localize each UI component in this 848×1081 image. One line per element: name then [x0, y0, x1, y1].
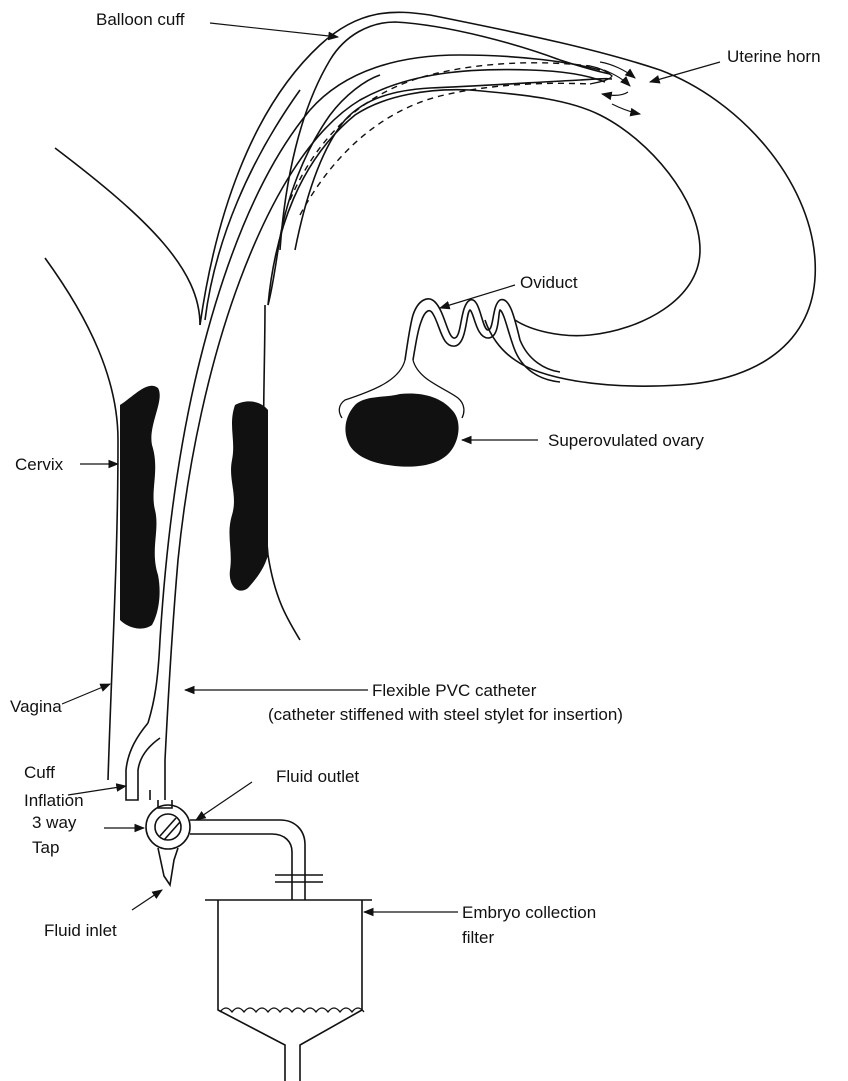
label-fluid-inlet: Fluid inlet	[44, 921, 117, 940]
cuff-inflation-branch	[126, 723, 165, 800]
label-oviduct: Oviduct	[520, 273, 578, 292]
oviduct	[405, 299, 560, 382]
label-tap: Tap	[32, 838, 59, 857]
label-filter-line1: Embryo collection	[462, 903, 596, 922]
label-filter-line2: filter	[462, 928, 494, 947]
label-cervix: Cervix	[15, 455, 64, 474]
embryo-collection-filter	[205, 900, 372, 1081]
label-balloon-cuff: Balloon cuff	[96, 10, 185, 29]
ovary	[339, 360, 464, 467]
label-3-way: 3 way	[32, 813, 77, 832]
three-way-tap	[146, 800, 190, 885]
label-fluid-outlet: Fluid outlet	[276, 767, 359, 786]
label-vagina: Vagina	[10, 697, 62, 716]
balloon-cuff	[280, 22, 612, 250]
label-uterine-horn: Uterine horn	[727, 47, 821, 66]
label-pointers	[62, 23, 720, 912]
cervix-masses	[120, 386, 268, 629]
flow-arrows	[600, 62, 640, 114]
label-inflation: Inflation	[24, 791, 84, 810]
label-catheter-note: (catheter stiffened with steel stylet fo…	[268, 705, 623, 724]
label-superovulated-ovary: Superovulated ovary	[548, 431, 704, 450]
label-catheter: Flexible PVC catheter	[372, 681, 537, 700]
label-cuff: Cuff	[24, 763, 55, 782]
fluid-outlet-pipe	[190, 820, 323, 900]
